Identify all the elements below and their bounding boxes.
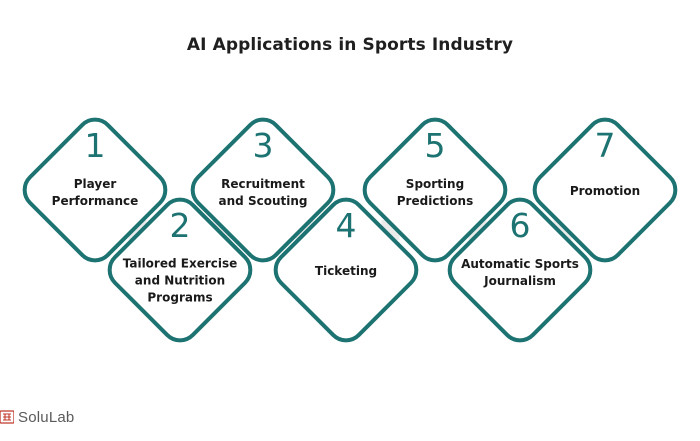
solulab-logo-icon [0, 410, 14, 424]
logo-text: SoluLab [18, 408, 75, 426]
item-number-1: 1 [85, 126, 106, 165]
diamond-outline-6 [447, 197, 593, 343]
solulab-logo: SoluLab [0, 407, 74, 427]
item-label-4-line-1: Ticketing [315, 264, 377, 278]
item-number-6: 6 [510, 206, 531, 245]
item-label-5-line-1: Sporting [406, 177, 464, 191]
item-label-3-line-2: and Scouting [219, 194, 308, 208]
item-number-7: 7 [595, 126, 616, 165]
diamond-outline-4 [273, 197, 419, 343]
diamond-outline-1 [22, 117, 168, 263]
item-label-7-line-1: Promotion [570, 184, 640, 198]
item-label-1-line-2: Performance [52, 194, 139, 208]
item-number-2: 2 [170, 206, 191, 245]
diamond-outline-2 [107, 197, 253, 343]
diamond-outline-5 [362, 117, 508, 263]
diamond-outline-3 [190, 117, 336, 263]
item-number-3: 3 [253, 126, 274, 165]
item-label-2-line-1: Tailored Exercise [123, 257, 238, 271]
page-title: AI Applications in Sports Industry [186, 35, 514, 55]
item-label-5-line-2: Predictions [397, 194, 473, 208]
item-number-5: 5 [425, 126, 446, 165]
item-label-6-line-1: Automatic Sports [461, 257, 579, 271]
item-label-1-line-1: Player [74, 177, 117, 191]
item-label-2-line-2: and Nutrition [135, 274, 225, 288]
item-label-3-line-1: Recruitment [221, 177, 305, 191]
item-label-6-line-2: Journalism [483, 274, 556, 288]
item-number-4: 4 [336, 206, 357, 245]
diamond-outline-7 [532, 117, 678, 263]
item-label-2-line-3: Programs [147, 291, 212, 305]
